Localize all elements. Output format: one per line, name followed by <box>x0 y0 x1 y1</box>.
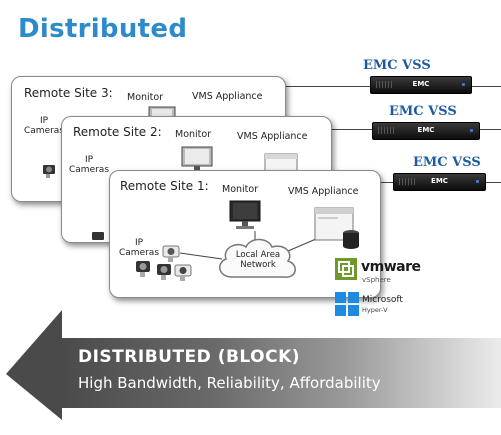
monitor-label: Monitor <box>222 184 259 195</box>
monitor-icon <box>229 200 261 229</box>
server-icon: EMC <box>393 173 486 191</box>
appliance-label: VMS Appliance <box>288 186 359 197</box>
monitor-label: Monitor <box>127 92 164 103</box>
monitor-label: Monitor <box>175 129 212 140</box>
site-storage-line <box>330 129 372 130</box>
server-badge: EMC <box>431 177 448 185</box>
vmware-label: vmware <box>361 259 421 275</box>
camera-icon <box>174 264 192 281</box>
banner-title: DISTRIBUTED (BLOCK) <box>78 347 301 367</box>
camera-icon <box>43 165 55 178</box>
appliance-label: VMS Appliance <box>192 91 263 102</box>
storage-label: EMC VSS <box>389 104 457 119</box>
cloud-icon <box>219 238 296 278</box>
banner <box>60 338 501 408</box>
cameras-label: IP Cameras <box>119 238 160 258</box>
camera-icon <box>92 232 104 240</box>
browser-window-icon <box>314 207 354 241</box>
camera-icon <box>136 261 150 277</box>
network-label: Local Area Network <box>235 250 281 270</box>
monitor-icon <box>181 146 213 171</box>
storage-label: EMC VSS <box>363 58 431 73</box>
site-storage-line <box>379 182 393 183</box>
page-title: Distributed <box>18 14 188 44</box>
database-icon <box>343 230 359 249</box>
site-storage-line <box>284 86 372 87</box>
cameras-label: IP Cameras <box>24 116 65 136</box>
server-icon: EMC <box>370 76 472 94</box>
storage-link-line <box>470 86 501 87</box>
vmware-logo-icon <box>335 258 357 280</box>
windows-logo-icon <box>335 292 359 316</box>
cameras-label: IP Cameras <box>69 155 110 175</box>
banner-subtitle: High Bandwidth, Reliability, Affordabili… <box>78 374 381 392</box>
site-title: Remote Site 2: <box>73 125 162 139</box>
vsphere-label: vSphere <box>362 276 391 284</box>
site-title: Remote Site 1: <box>120 179 209 193</box>
storage-label: EMC VSS <box>413 155 481 170</box>
storage-link-line <box>484 182 501 183</box>
storage-link-line <box>478 129 501 130</box>
microsoft-label: Microsoft <box>362 295 403 305</box>
site-title: Remote Site 3: <box>24 86 113 100</box>
server-badge: EMC <box>412 80 430 88</box>
hyperv-label: Hyper-V <box>362 306 388 314</box>
server-badge: EMC <box>417 126 435 134</box>
camera-icon <box>162 245 180 262</box>
appliance-label: VMS Appliance <box>237 131 308 142</box>
camera-icon <box>157 264 171 280</box>
server-icon: EMC <box>372 122 480 140</box>
